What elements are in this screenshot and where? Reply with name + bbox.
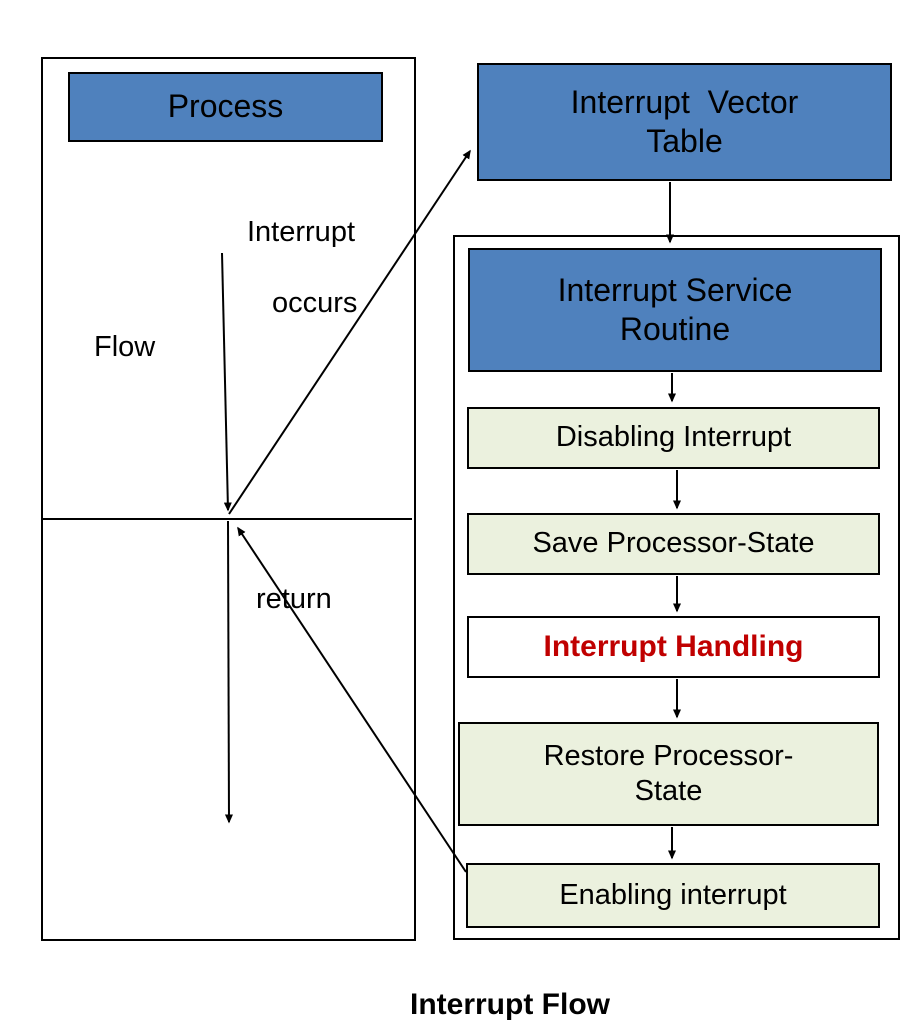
interrupt-point-divider — [41, 518, 412, 520]
disabling-interrupt-label: Disabling Interrupt — [555, 421, 792, 454]
diagram-caption: Interrupt Flow — [410, 988, 610, 1021]
isr-label-line1: Interrupt Service — [557, 271, 793, 308]
isr-label-line2: Routine — [619, 311, 731, 347]
restore-processor-state-node: Restore Processor- State — [458, 722, 879, 826]
enabling-interrupt-node: Enabling interrupt — [466, 863, 880, 928]
return-label: return — [256, 583, 332, 615]
process-node: Process — [68, 72, 383, 142]
restore-processor-state-label-line1: Restore Processor- — [543, 739, 794, 772]
interrupt-handling-node: Interrupt Handling — [467, 616, 880, 678]
interrupt-occurs-label-line2: occurs — [272, 287, 358, 319]
interrupt-vector-table-label-line1: Interrupt Vector — [570, 83, 799, 120]
interrupt-vector-table-label-line2: Table — [646, 123, 723, 159]
isr-node: Interrupt Service Routine — [468, 248, 882, 372]
interrupt-vector-table-node: Interrupt Vector Table — [477, 63, 892, 181]
enabling-interrupt-label: Enabling interrupt — [559, 878, 787, 911]
process-flow-container — [41, 57, 416, 941]
disabling-interrupt-node: Disabling Interrupt — [467, 407, 880, 469]
interrupt-occurs-label-line1: Interrupt — [247, 216, 355, 248]
interrupt-handling-label: Interrupt Handling — [543, 629, 804, 663]
process-node-label: Process — [167, 88, 284, 125]
restore-processor-state-label-line2: State — [634, 775, 703, 807]
save-processor-state-node: Save Processor-State — [467, 513, 880, 575]
flow-label: Flow — [94, 331, 156, 363]
save-processor-state-label: Save Processor-State — [532, 527, 815, 560]
